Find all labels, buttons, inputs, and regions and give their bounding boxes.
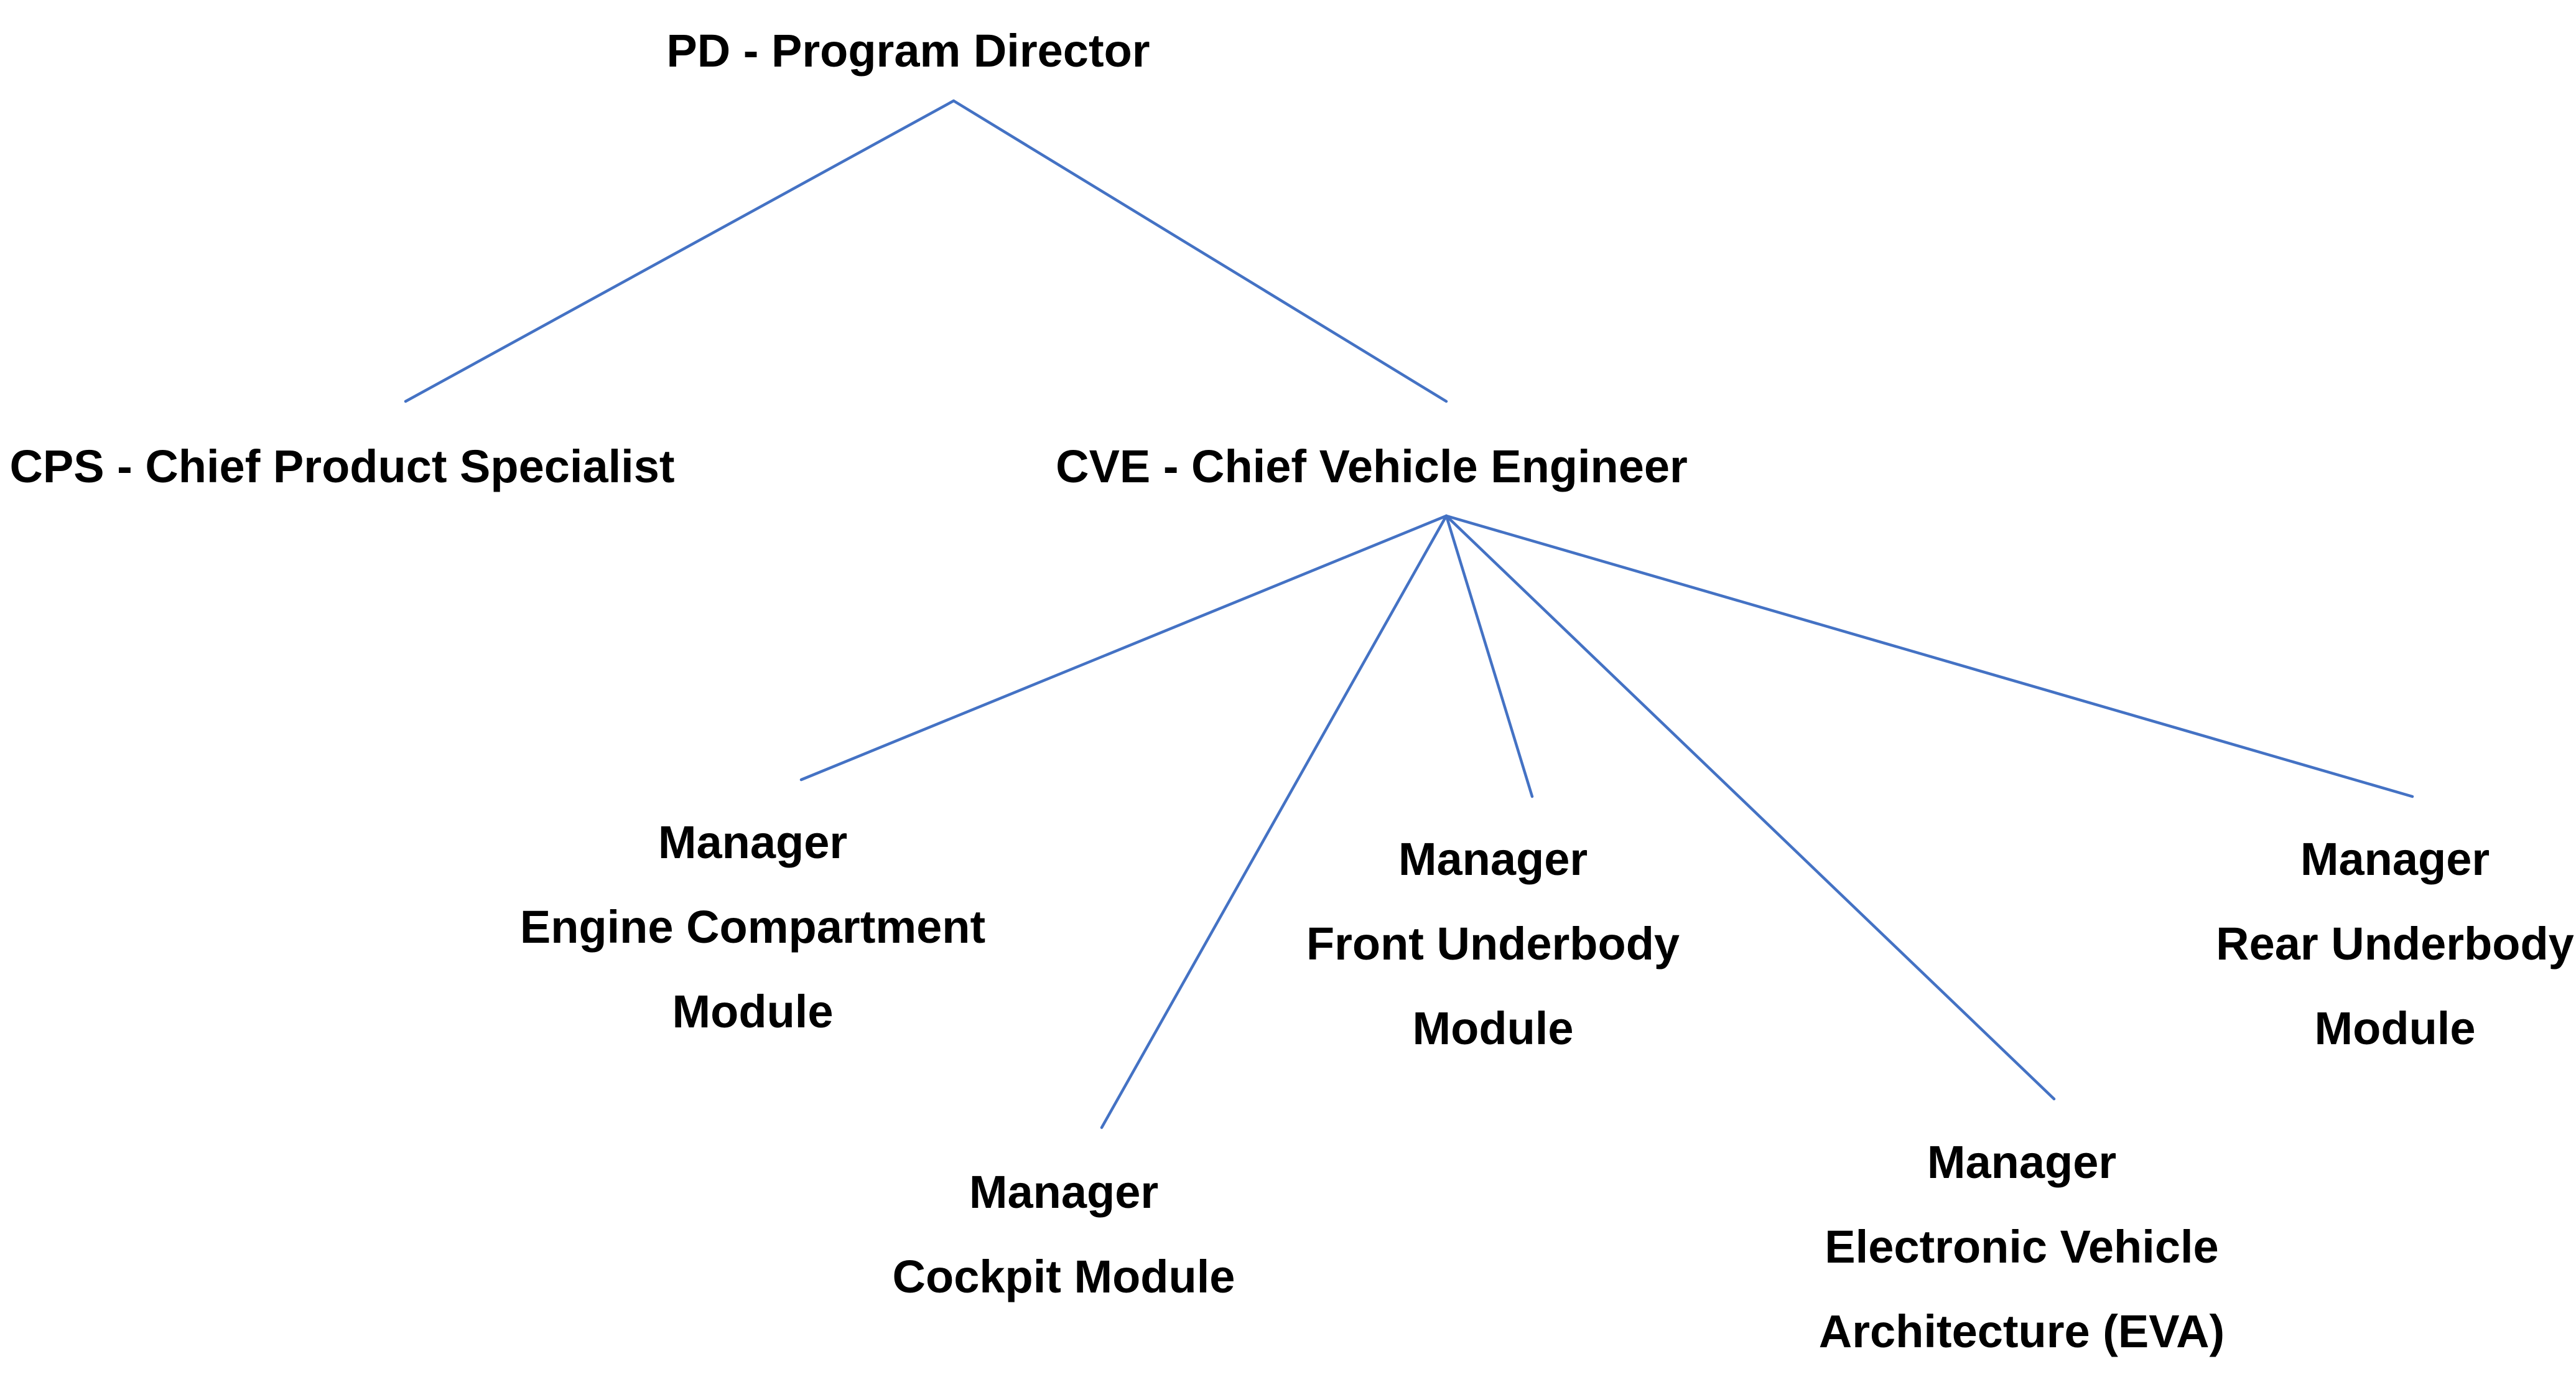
node-role: Manager (969, 1166, 1159, 1218)
node-label: Front Underbody (1306, 918, 1680, 970)
node-front-underbody-manager: Manager Front Underbody Module (1244, 817, 1742, 1071)
edge-pd-cps (404, 99, 956, 403)
node-label: CPS - Chief Product Specialist (9, 441, 675, 492)
node-label: Electronic Vehicle (1825, 1221, 2219, 1273)
node-chief-vehicle-engineer: CVE - Chief Vehicle Engineer (1045, 423, 1698, 510)
node-role: Manager (1398, 833, 1588, 885)
edge-cve-fum (1444, 514, 1534, 798)
node-label: Engine Compartment (519, 901, 986, 953)
edge-cve-eva (1444, 514, 2056, 1101)
edge-cve-cm (1100, 514, 1448, 1129)
node-label: Rear Underbody (2216, 918, 2574, 970)
edge-pd-cve (952, 99, 1448, 403)
node-role: Manager (658, 816, 848, 868)
node-electronic-vehicle-architecture-manager: Manager Electronic Vehicle Architecture … (1742, 1120, 2302, 1374)
node-label: Cockpit Module (892, 1251, 1235, 1302)
node-rear-underbody-manager: Manager Rear Underbody Module (2115, 817, 2576, 1071)
node-cockpit-module-manager: Manager Cockpit Module (784, 1150, 1344, 1319)
edge-cve-ecm (799, 514, 1448, 782)
node-label: Module (672, 986, 834, 1037)
node-program-director: PD - Program Director (628, 7, 1188, 95)
edge-cve-rum (1444, 514, 2414, 798)
node-label: PD - Program Director (666, 25, 1150, 77)
node-role: Manager (2300, 833, 2490, 885)
node-label: Architecture (EVA) (1818, 1306, 2225, 1357)
node-engine-compartment-manager: Manager Engine Compartment Module (473, 800, 1033, 1054)
node-label: Module (2314, 1002, 2476, 1054)
node-label: CVE - Chief Vehicle Engineer (1056, 441, 1688, 492)
node-role: Manager (1927, 1136, 2117, 1188)
node-label: Module (1412, 1002, 1574, 1054)
node-chief-product-specialist: CPS - Chief Product Specialist (0, 423, 684, 510)
